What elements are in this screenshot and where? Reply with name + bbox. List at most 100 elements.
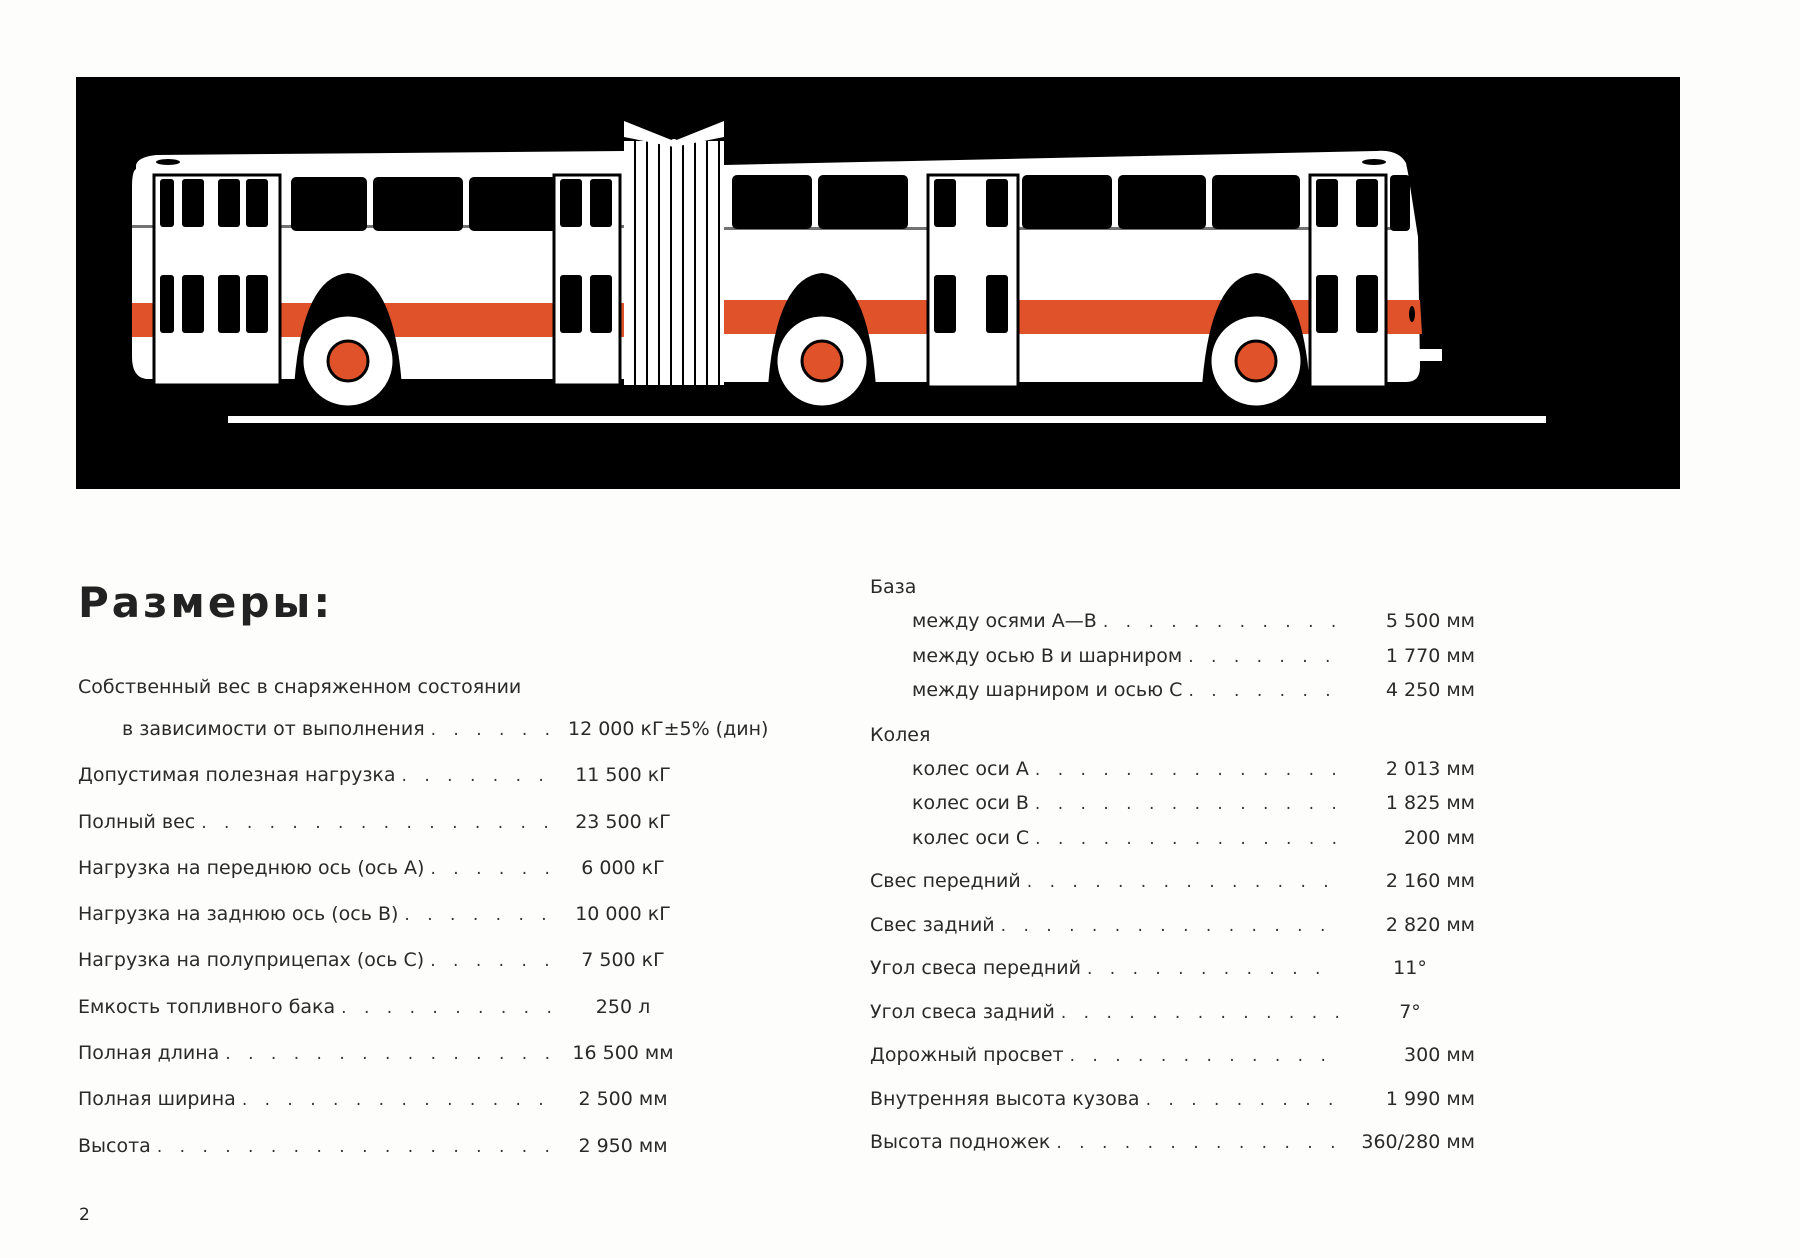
wheel-b [768,273,876,409]
dot-leader: . . . . . . . . . . . . . . . . . . . . … [1102,612,1339,632]
spec-value: 12 000 кГ±5% (дин) [568,718,769,740]
spec-value: 23 500 кГ [575,810,671,833]
dot-leader: . . . . . . . . . . . . . . . . . . . . … [401,766,552,787]
spec-value: 4 250 мм [1385,679,1475,701]
spec-row: Нагрузка на заднюю ось (ось В). . . . . … [78,903,798,949]
rear-door [1308,173,1388,389]
spec-value: 6 000 кГ [581,856,665,879]
spec-row: колес оси В. . . . . . . . . . . . . . .… [870,792,1475,827]
spec-value: 2 500 мм [578,1088,668,1111]
spec-value: 1 825 мм [1385,792,1475,814]
spec-label: Полная ширина [78,1088,236,1111]
dot-leader: . . . . . . . . . . . . . . . . . . . . … [201,812,552,833]
spec-row: Допустимая полезная нагрузка. . . . . . … [78,764,798,810]
spec-label: Собственный вес в снаряженном состоянии [78,676,522,698]
spec-value: 7 500 кГ [581,949,665,972]
spec-label: Высота подножек [870,1131,1051,1153]
spec-row: колес оси А. . . . . . . . . . . . . . .… [870,758,1475,793]
spec-label: Допустимая полезная нагрузка [78,764,396,787]
spec-value: 11° [1393,957,1427,979]
dot-leader: . . . . . . . . . . . . . . . . . . . . … [430,720,552,740]
spec-row: Высота подножек. . . . . . . . . . . . .… [870,1131,1475,1175]
spec-label: Нагрузка на полуприцепах (ось С) [78,949,425,972]
spec-label: Угол свеса задний [870,1000,1055,1023]
spec-label: Угол свеса передний [870,957,1081,979]
spec-row: между осями А—В. . . . . . . . . . . . .… [870,610,1475,645]
spec-row: Собственный вес в снаряженном состоянии [78,676,798,718]
dot-leader: . . . . . . . . . . . . . . . . . . . . … [430,951,552,972]
dot-leader: . . . . . . . . . . . . . . . . . . . . … [1060,1002,1339,1023]
page-number: 2 [79,1205,90,1225]
spec-label: Полная длина [78,1042,220,1065]
dot-leader: . . . . . . . . . . . . . . . . . . . . … [1188,681,1339,701]
dot-leader: . . . . . . . . . . . . . . . . . . . . … [341,997,552,1018]
spec-label: Свес задний [870,913,995,936]
spec-row: Внутренняя высота кузова. . . . . . . . … [870,1087,1475,1132]
spec-row: Емкость топливного бака. . . . . . . . .… [78,996,798,1042]
wheel-c [1202,273,1310,409]
dot-leader: . . . . . . . . . . . . . . . . . . . . … [241,1090,552,1111]
wheel-a [294,273,402,409]
spec-value: 2 160 мм [1385,870,1475,892]
spec-label: Внутренняя высота кузова [870,1087,1140,1110]
group-heading-row: Колея [870,724,1470,758]
spec-value: 10 000 кГ [575,903,671,926]
page-title: Размеры: [78,578,334,627]
spec-row: между шарниром и осью С. . . . . . . . .… [870,679,1475,714]
weights-dimensions-list: Собственный вес в снаряженном состоянии … [78,676,798,1181]
dot-leader: . . . . . . . . . . . . . . . . . . . . … [1034,759,1339,780]
dot-leader: . . . . . . . . . . . . . . . . . . . . … [1145,1089,1339,1110]
spec-row: Полный вес. . . . . . . . . . . . . . . … [78,811,798,857]
spec-label: колес оси В [912,792,1029,814]
dot-leader: . . . . . . . . . . . . . . . . . . . . … [1086,959,1339,979]
spec-label: между осью В и шарниром [912,644,1183,667]
spec-label: колес оси С [912,826,1030,849]
group-heading-row: База [870,576,1470,610]
spec-row: Угол свеса задний. . . . . . . . . . . .… [870,1001,1470,1045]
spec-value: 11 500 кГ [575,764,671,787]
spec-row: колес оси С. . . . . . . . . . . . . . .… [870,826,1475,871]
dot-leader: . . . . . . . . . . . . . . . . . . . . … [1026,872,1339,892]
middle-front-door [552,173,622,387]
group-heading: Колея [870,723,931,746]
spec-label: Дорожный просвет [870,1044,1064,1066]
spec-label: между шарниром и осью С [912,679,1183,701]
spec-value: 360/280 мм [1361,1131,1475,1153]
spec-row: в зависимости от выполнения. . . . . . .… [78,718,798,764]
spec-value: 7° [1399,1000,1421,1023]
spec-label: между осями А—В [912,610,1097,632]
dot-leader: . . . . . . . . . . . . . . . . . . . . … [156,1136,552,1157]
dot-leader: . . . . . . . . . . . . . . . . . . . . … [1069,1046,1339,1066]
spec-row: Нагрузка на полуприцепах (ось С). . . . … [78,949,798,995]
spec-row: Полная ширина. . . . . . . . . . . . . .… [78,1088,798,1134]
spec-label: в зависимости от выполнения [122,718,425,740]
spec-value: 250 л [595,995,651,1018]
spec-row: Высота. . . . . . . . . . . . . . . . . … [78,1135,798,1181]
spec-value: 16 500 мм [572,1042,674,1065]
articulation-bellows [624,121,724,385]
spec-value: 5 500 мм [1385,610,1475,632]
spec-row: Полная длина. . . . . . . . . . . . . . … [78,1042,798,1088]
spec-row: Нагрузка на переднюю ось (ось А). . . . … [78,857,798,903]
dot-leader: . . . . . . . . . . . . . . . . . . . . … [404,905,552,926]
spec-label: Нагрузка на переднюю ось (ось А) [78,856,425,879]
spec-row: Угол свеса передний. . . . . . . . . . .… [870,957,1470,1001]
spec-row: Дорожный просвет. . . . . . . . . . . . … [870,1044,1475,1088]
spec-value: 2 820 мм [1385,913,1475,936]
spec-label: Емкость топливного бака [78,995,336,1018]
spec-value: 2 950 мм [578,1134,668,1157]
group-heading: База [870,576,917,598]
dot-leader: . . . . . . . . . . . . . . . . . . . . … [430,858,552,879]
geometry-list: База между осями А—В. . . . . . . . . . … [870,576,1475,1175]
dot-leader: . . . . . . . . . . . . . . . . . . . . … [1035,828,1339,849]
dot-leader: . . . . . . . . . . . . . . . . . . . . … [1034,794,1339,814]
dot-leader: . . . . . . . . . . . . . . . . . . . . … [1000,915,1339,936]
spec-row: Свес передний. . . . . . . . . . . . . .… [870,870,1475,914]
spec-value: 1 770 мм [1385,644,1475,667]
dot-leader: . . . . . . . . . . . . . . . . . . . . … [1056,1133,1339,1153]
dot-leader: . . . . . . . . . . . . . . . . . . . . … [225,1044,552,1065]
front-doors [152,173,282,387]
spec-label: Высота [78,1134,151,1157]
spec-value: 200 мм [1404,826,1475,849]
spec-value: 300 мм [1404,1044,1475,1066]
